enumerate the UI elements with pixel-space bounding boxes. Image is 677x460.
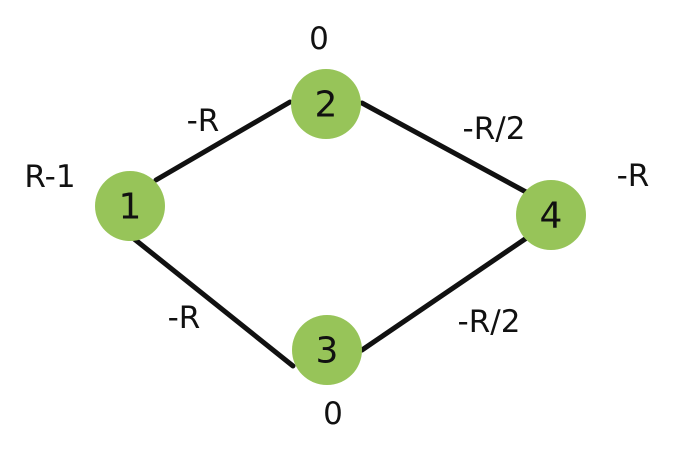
node-3-value: 0 <box>323 396 343 432</box>
node-2-label: 2 <box>315 85 338 126</box>
edge-1-2 <box>153 99 293 183</box>
node-1-value: R-1 <box>24 159 75 195</box>
node-1: 1 <box>95 171 165 241</box>
edge-label-3-4: -R/2 <box>458 304 521 340</box>
node-2: 2 <box>291 69 361 139</box>
edge-label-1-2: -R <box>187 103 220 139</box>
edge-label-2-4: -R/2 <box>463 111 526 147</box>
node-2-circle <box>291 69 361 139</box>
edge-3-4 <box>359 234 531 353</box>
node-3: 3 <box>292 315 362 385</box>
node-4-circle <box>516 180 586 250</box>
node-3-circle <box>292 315 362 385</box>
node-3-label: 3 <box>316 331 339 372</box>
node-1-circle <box>95 171 165 241</box>
edge-2-4 <box>359 100 529 195</box>
edge-1-3 <box>130 235 296 369</box>
node-4: 4 <box>516 180 586 250</box>
edge-label-1-3: -R <box>168 300 201 336</box>
node-4-label: 4 <box>540 196 563 237</box>
node-4-value: -R <box>617 158 650 194</box>
node-1-label: 1 <box>119 187 142 228</box>
node-2-value: 0 <box>309 21 329 57</box>
